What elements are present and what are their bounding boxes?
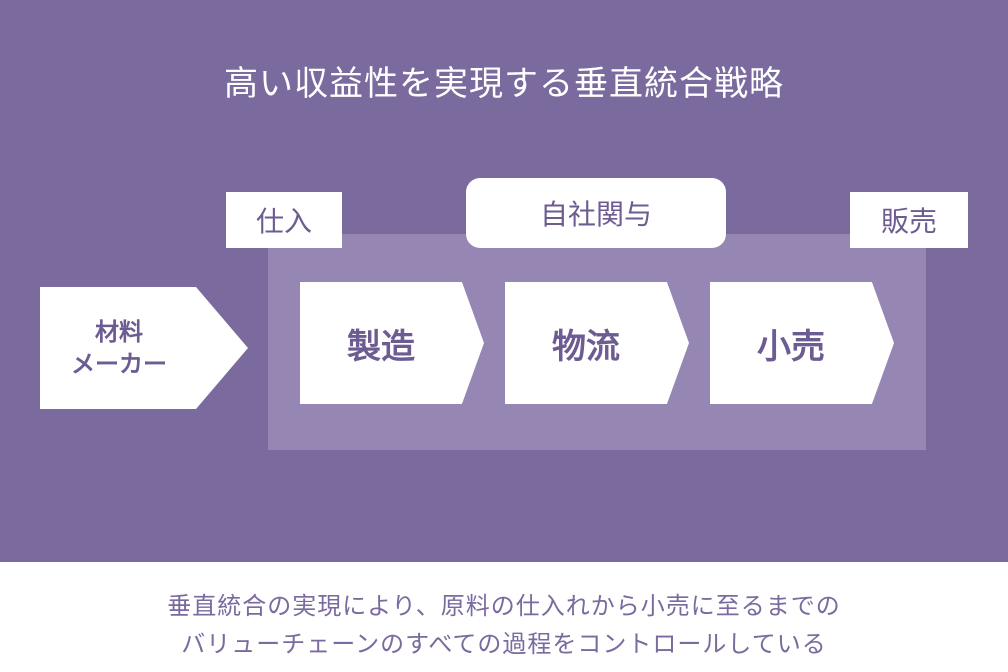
diagram-title: 高い収益性を実現する垂直統合戦略 xyxy=(224,64,784,104)
sales-label: 販売 xyxy=(850,192,968,248)
step-manufacturing: 製造 xyxy=(300,282,484,404)
caption-line2: バリューチェーンのすべての過程をコントロールしている xyxy=(181,630,827,658)
caption-line1: 垂直統合の実現により、原料の仕入れから小売に至るまでの xyxy=(167,592,841,620)
step-material-maker: 材料 メーカー xyxy=(40,287,248,409)
material-line1: 材料 xyxy=(95,317,143,346)
own-involvement-label: 自社関与 xyxy=(466,178,726,248)
diagram-panel: 高い収益性を実現する垂直統合戦略 仕入 自社関与 販売 材料 メーカー 製造 物… xyxy=(0,0,1008,562)
material-line2: メーカー xyxy=(71,350,167,378)
step-logistics: 物流 xyxy=(505,282,689,404)
step-retail: 小売 xyxy=(710,282,894,404)
purchase-label: 仕入 xyxy=(226,192,342,248)
